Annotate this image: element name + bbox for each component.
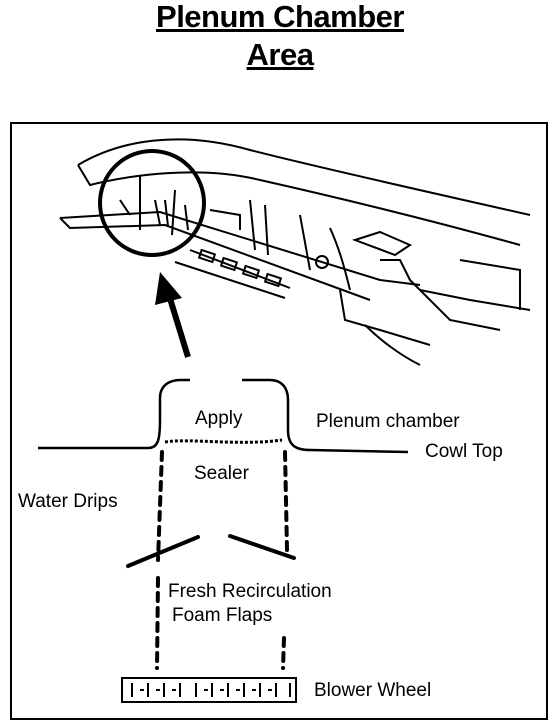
water-drips-label: Water Drips [18,491,118,512]
title-line-1: Plenum Chamber [156,0,404,34]
foam-flaps [126,534,296,568]
sealer-label: Sealer [194,463,250,484]
blower-wheel-label: Blower Wheel [314,680,431,701]
diagram-frame [10,122,548,720]
apply-label: Apply [195,408,243,429]
plenum-chamber-section [38,378,409,454]
plenum-chamber-label: Plenum chamber [316,411,460,432]
fresh-recirculation-label: Fresh Recirculation [168,581,332,602]
water-drips [155,450,289,670]
cowl-panel-illustration [59,138,531,366]
blower-wheel [121,677,297,703]
pointer-arrow [155,272,191,358]
title-line-2: Area [246,37,314,72]
sealer-bead [164,438,283,444]
foam-flaps-label: Foam Flaps [172,605,272,626]
highlight-circle [98,149,206,257]
cowl-top-label: Cowl Top [425,441,503,462]
